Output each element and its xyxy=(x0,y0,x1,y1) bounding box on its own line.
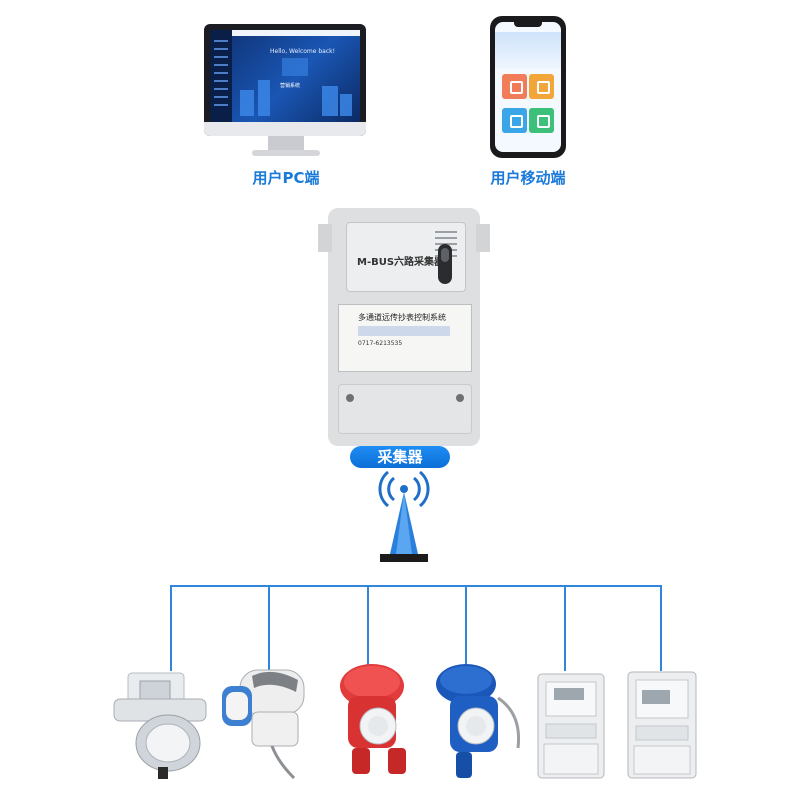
device-mount-left xyxy=(318,224,332,252)
phone-notch xyxy=(514,22,542,27)
pc-monitor-base xyxy=(252,150,320,156)
device-label-window xyxy=(338,304,472,372)
pc-monitor-stand xyxy=(268,136,304,150)
single-phase-electric-meter-icon xyxy=(537,673,605,779)
pc-screen: Hello, Welcome back! 营销系统 xyxy=(210,30,360,122)
mobile-caption: 用户移动端 xyxy=(490,169,566,187)
bus-drop-line xyxy=(465,585,467,671)
screw-icon xyxy=(456,394,464,402)
device-terminal-cover xyxy=(338,384,472,434)
collector-label-pill: 采集器 xyxy=(350,446,450,468)
phone-app-tile xyxy=(529,74,554,99)
phone-app-tile xyxy=(502,74,527,99)
bus-drop-line xyxy=(564,585,566,671)
valve-water-meter-icon xyxy=(222,669,305,780)
pc-topbar xyxy=(232,30,360,36)
three-phase-electric-meter-icon xyxy=(627,671,697,779)
phone-app-tile xyxy=(529,108,554,133)
phone-app-tile xyxy=(502,108,527,133)
bus-drop-line xyxy=(367,585,369,671)
phone-screen xyxy=(495,22,561,152)
phone-header xyxy=(495,32,561,68)
device-service-phone: 0717-6213535 xyxy=(358,340,403,347)
pc-monitor: Hello, Welcome back! 营销系统 xyxy=(204,24,366,136)
device-company-strip xyxy=(358,326,450,336)
device-model-title: M-BUS六路采集器 xyxy=(357,257,445,268)
device-label-text: 多通道远传抄表控制系统 xyxy=(358,313,446,322)
collector-device: M-BUS六路采集器 多通道远传抄表控制系统 0717-6213535 xyxy=(318,208,490,446)
red-water-meter-icon xyxy=(340,664,406,774)
mobile-phone xyxy=(490,16,566,158)
pc-system-name: 营销系统 xyxy=(280,83,301,89)
bus-drop-line xyxy=(170,585,172,671)
pc-welcome-text: Hello, Welcome back! xyxy=(270,48,336,55)
pc-monitor-chin xyxy=(204,122,366,136)
pc-sidebar xyxy=(210,30,232,122)
smart-water-meter-icon xyxy=(113,672,207,779)
blue-water-meter-icon xyxy=(436,664,521,778)
bus-line xyxy=(170,585,661,587)
pc-caption: 用户PC端 xyxy=(252,169,320,187)
bus-drop-line xyxy=(268,585,270,671)
device-mount-right xyxy=(476,224,490,252)
screw-icon xyxy=(346,394,354,402)
tower-antenna-icon xyxy=(378,470,430,562)
device-key-button xyxy=(438,244,452,284)
bus-drop-line xyxy=(660,585,662,671)
